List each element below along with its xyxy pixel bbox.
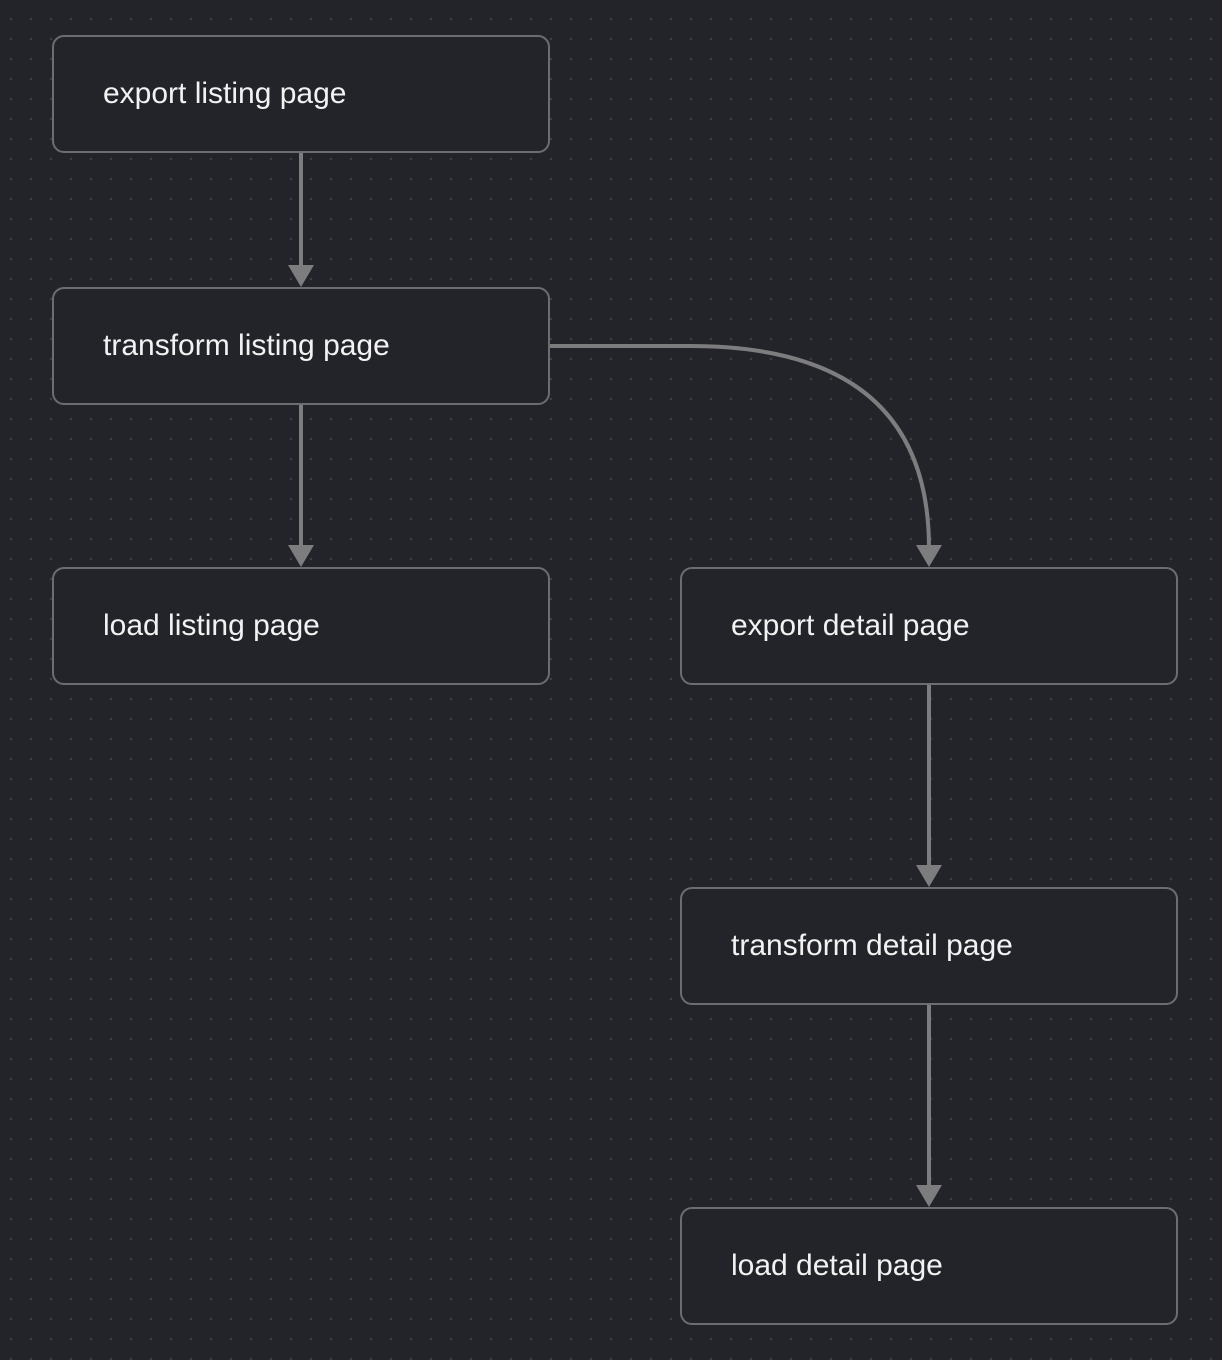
node-export-detail-page[interactable]: export detail page xyxy=(680,567,1178,685)
node-label: load listing page xyxy=(103,609,320,642)
node-label: load detail page xyxy=(731,1249,943,1282)
edge-export-listing-to-transform-listing xyxy=(288,153,314,287)
node-label: transform listing page xyxy=(103,329,390,362)
edge-transform-listing-to-load-listing xyxy=(288,405,314,567)
edge-transform-listing-to-export-detail xyxy=(550,344,942,567)
edge-transform-detail-to-load-detail xyxy=(916,1005,942,1207)
node-load-detail-page[interactable]: load detail page xyxy=(680,1207,1178,1325)
edge-export-detail-to-transform-detail xyxy=(916,685,942,887)
node-load-listing-page[interactable]: load listing page xyxy=(52,567,550,685)
node-label: export listing page xyxy=(103,77,347,110)
node-label: transform detail page xyxy=(731,929,1013,962)
node-label: export detail page xyxy=(731,609,970,642)
node-export-listing-page[interactable]: export listing page xyxy=(52,35,550,153)
node-transform-listing-page[interactable]: transform listing page xyxy=(52,287,550,405)
node-transform-detail-page[interactable]: transform detail page xyxy=(680,887,1178,1005)
